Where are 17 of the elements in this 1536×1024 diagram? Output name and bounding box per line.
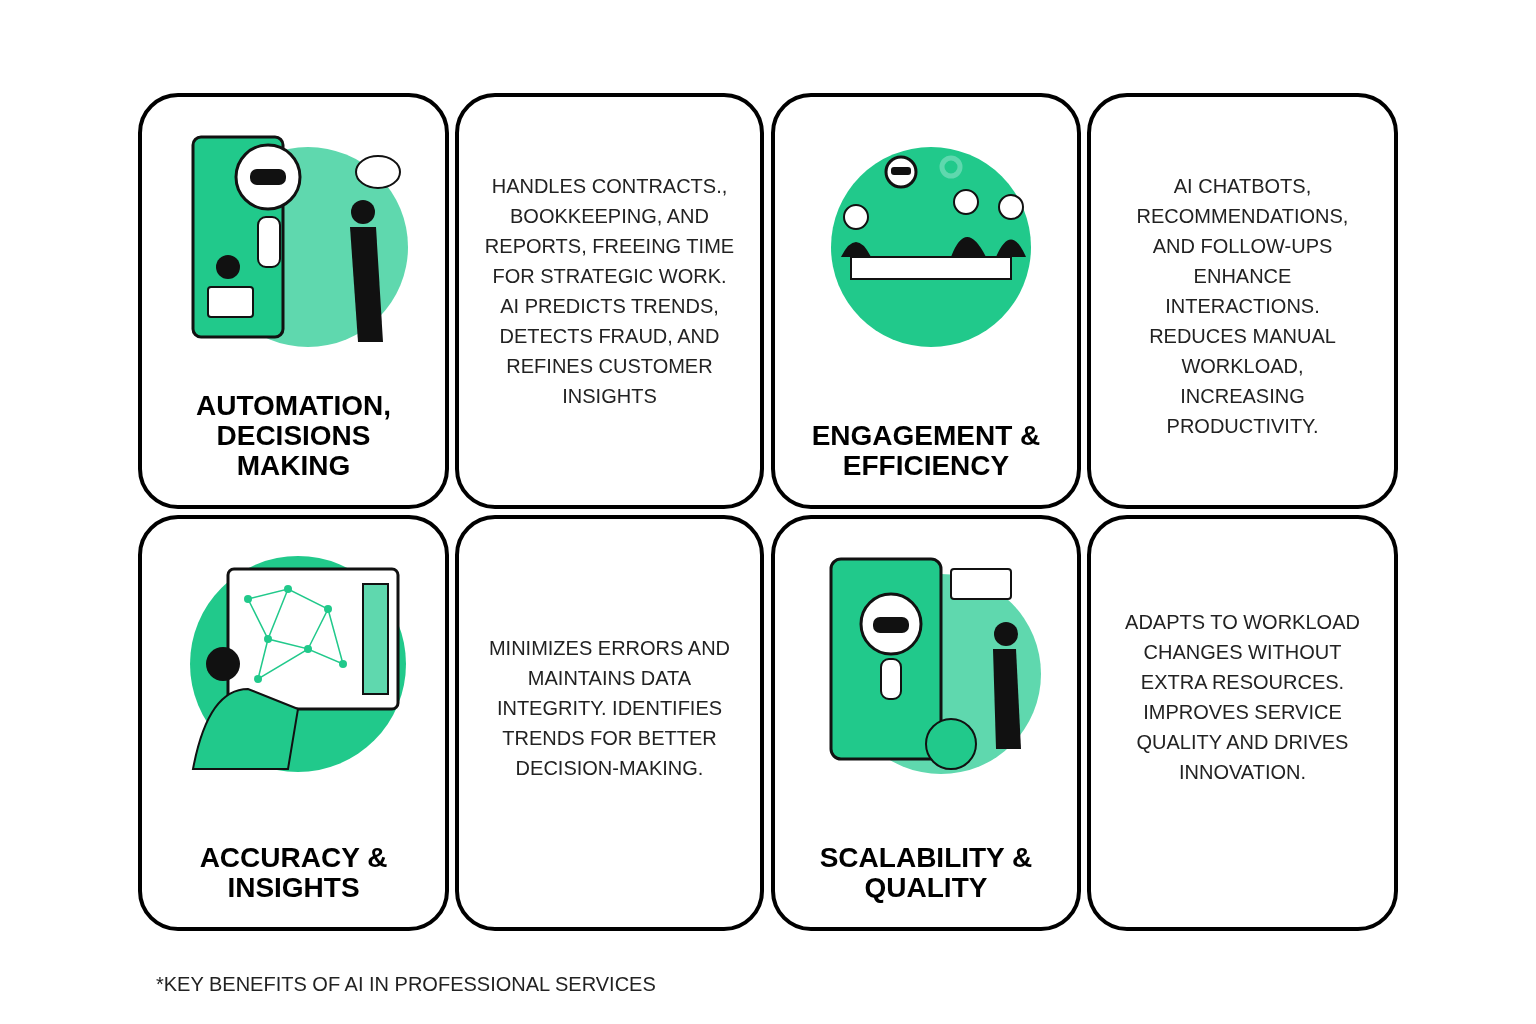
description-text: MINIMIZES ERRORS AND MAINTAINS DATA INTEGRITY. IDENTIFIES TRENDS FOR BETTER DECISION-MAKING. — [487, 636, 732, 781]
description-card — [455, 93, 764, 509]
benefit-card — [771, 93, 1081, 509]
card-heading: SCALABILITY & QUALITY — [818, 843, 1034, 903]
benefit-card — [138, 515, 449, 931]
description-card — [1087, 93, 1398, 509]
benefit-card — [771, 515, 1081, 931]
card-heading: ENGAGEMENT & EFFICIENCY — [810, 421, 1042, 481]
benefit-card — [138, 93, 449, 509]
description-text: HANDLES CONTRACTS., BOOKKEEPING, AND REPORTS, FREEING TIME FOR STRATEGIC WORK. AI PREDICTS TRENDS, DETECTS FRAUD, AND REFINES CUSTOMER INSIGHTS — [484, 174, 735, 409]
description-card — [1087, 515, 1398, 931]
description-text: AI CHATBOTS, RECOMMENDATIONS, AND FOLLOW-UPS ENHANCE INTERACTIONS. REDUCES MANUAL WORKLOAD, INCREASING PRODUCTIVITY. — [1135, 174, 1350, 439]
caption: *KEY BENEFITS OF AI IN PROFESSIONAL SERVICES — [156, 972, 656, 997]
description-text: ADAPTS TO WORKLOAD CHANGES WITHOUT EXTRA RESOURCES. IMPROVES SERVICE QUALITY AND DRIVES INNOVATION. — [1124, 610, 1361, 785]
card-heading: ACCURACY & INSIGHTS — [198, 843, 389, 903]
card-heading: AUTOMATION, DECISIONS MAKING — [195, 391, 392, 481]
description-card — [455, 515, 764, 931]
